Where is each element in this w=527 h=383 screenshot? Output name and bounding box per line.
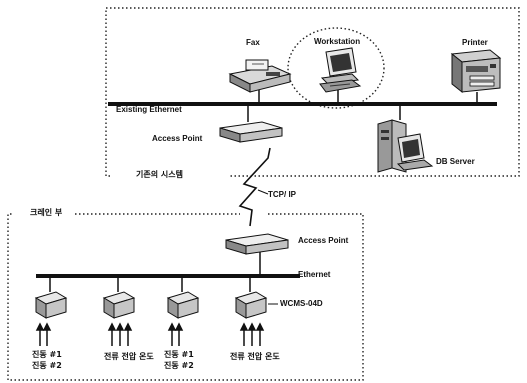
existing-system-boundary xyxy=(105,7,520,177)
access-point-existing-icon xyxy=(219,121,283,143)
sensor-arrows-module-1 xyxy=(35,322,52,346)
module-1-sensor-label-1: 진동 #1 xyxy=(32,350,62,359)
module-4-sensor-label: 전류 전압 온도 xyxy=(230,352,280,361)
workstation-label: Workstation xyxy=(314,37,361,46)
sensor-arrows-module-3 xyxy=(167,322,184,346)
module-1-sensor-label-2: 진동 #2 xyxy=(32,361,62,370)
crane-section-boundary xyxy=(7,213,364,381)
tcp-ip-link-icon xyxy=(238,147,271,227)
fax-machine-icon xyxy=(228,59,292,93)
wcms-module-label: WCMS-04D xyxy=(280,299,323,308)
fax-label: Fax xyxy=(246,38,260,47)
printer-icon xyxy=(450,49,502,94)
sensor-arrows-module-4 xyxy=(239,322,265,346)
wcms-module-2-icon xyxy=(102,291,136,319)
link-label-leader xyxy=(257,189,269,195)
access-point-existing-label: Access Point xyxy=(152,134,203,143)
db-server-icon xyxy=(377,119,434,173)
access-point-crane-label: Access Point xyxy=(298,236,349,245)
access-point-crane-icon xyxy=(225,233,289,255)
tcp-ip-label: TCP/ IP xyxy=(268,190,297,199)
sensor-arrows-module-2 xyxy=(107,322,133,346)
wcms-module-1-icon xyxy=(34,291,68,319)
crane-ethernet-label: Ethernet xyxy=(298,270,331,279)
module-2-sensor-label: 전류 전압 온도 xyxy=(104,352,154,361)
module-3-sensor-label-1: 진동 #1 xyxy=(164,350,194,359)
wcms-module-4-icon xyxy=(234,291,268,319)
workstation-icon xyxy=(319,47,362,93)
workstation-highlight-circle xyxy=(287,27,385,109)
wcms-module-3-icon xyxy=(166,291,200,319)
crane-section-label: 크레인 부 xyxy=(28,208,65,218)
existing-ethernet-label: Existing Ethernet xyxy=(116,105,182,114)
printer-label: Printer xyxy=(462,38,488,47)
existing-system-label: 기존의 시스템 xyxy=(134,170,185,180)
db-server-label: DB Server xyxy=(436,157,475,166)
module-3-sensor-label-2: 진동 #2 xyxy=(164,361,194,370)
